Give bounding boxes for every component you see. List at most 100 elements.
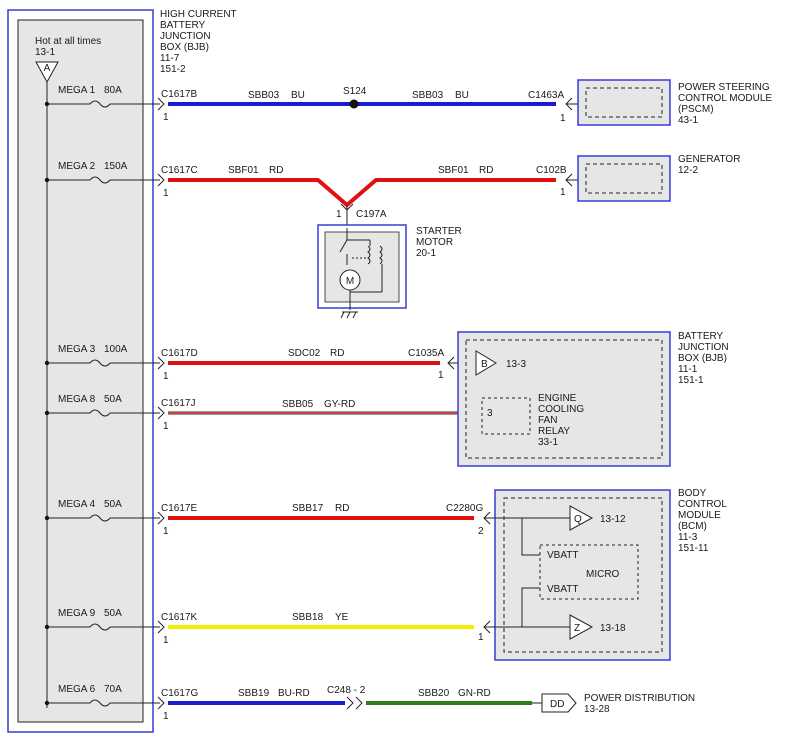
bjb-hc-title-4: BOX (BJB) [160,42,209,53]
relay-label-3: FAN [538,415,557,426]
fuse-icon [89,623,111,631]
connector-chevron [157,406,165,420]
starter-label-1: STARTER [416,226,462,237]
bjb-triangle-letter: B [481,359,488,370]
generator-inner [585,163,663,194]
bjb-module[interactable] [457,331,671,467]
starter-inner [324,231,400,303]
bjb-label-5: 151-1 [678,375,704,386]
bjb-hc-title: HIGH CURRENT BATTERY JUNCTION BOX (BJB) … [160,9,237,75]
hot-ref-label: 13-1 [35,47,55,58]
pin-bcm-k: 1 [478,632,484,643]
power-distribution-label: POWER DISTRIBUTION [584,693,695,704]
fuse-amp: 50A [104,499,122,510]
hot-at-all-times-label: Hot at all times [35,36,101,47]
bjb-hc-title-1: HIGH CURRENT [160,9,237,20]
connector-label: C1617B [161,89,197,100]
fuse-icon [89,699,111,707]
connector-chevron [157,356,165,370]
fuse-amp: 100A [104,344,128,355]
wire-sbf01[interactable] [168,178,556,208]
fuse-icon [89,359,111,367]
relay-label-4: RELAY [538,426,570,437]
wire-label-sbb17: SBB17 [292,503,324,514]
bcm-wire [521,587,540,627]
circuit-bjb: SDC02 RD C1035A 1 SBB05 GY-RD B 13-3 3 E… [168,331,729,467]
solenoid-coil-icon [367,245,371,265]
connector-c248: C248 - 2 [327,685,366,696]
fuse-name: MEGA 2 [58,161,96,172]
generator-label-2: 12-2 [678,165,698,176]
wire-color-rd-b: RD [479,165,493,176]
pin-c197a: 1 [336,209,342,220]
bcm-label-2: CONTROL [678,499,727,510]
bcm-label-1: BODY [678,488,707,499]
wire-label-sbb20: SBB20 [418,688,450,699]
fuse-amp: 70A [104,684,122,695]
bcm-inner [503,497,663,653]
bcm-label-5: 11-3 [678,532,698,543]
starter-label-2: MOTOR [416,237,453,248]
bcm-label-4: (BCM) [678,521,707,532]
bcm-wire [521,518,540,556]
connector-c2280g: C2280G [446,503,483,514]
connector-chevron [157,173,165,187]
fuse-icon [89,409,111,417]
generator-module[interactable] [577,155,671,202]
connector-label: C1617G [161,688,198,699]
bjb-triangle-ref: 13-3 [506,359,526,370]
motor-letter: M [346,276,354,287]
connector-label: C1617J [161,398,195,409]
starter-label-3: 20-1 [416,248,436,259]
bcm-z-letter: Z [574,623,580,634]
circuit-pscm: S124 SBB03 BU SBB03 BU C1463A 1 POWER ST… [168,79,772,126]
pin-label: 1 [163,635,169,646]
bcm-z-triangle-icon [569,614,594,640]
pin-label: 1 [163,421,169,432]
fuse-name: MEGA 8 [58,394,96,405]
solenoid-switch-icon [339,239,348,253]
power-distribution-ref: 13-28 [584,704,610,715]
bcm-label-6: 151-11 [678,543,709,554]
wire-color-bu-b: BU [455,90,469,101]
bjb-label-2: JUNCTION [678,342,729,353]
pscm-label-3: (PSCM) [678,104,714,115]
vbatt-label-2: VBATT [547,584,578,595]
circuit-generator: SBF01 RD SBF01 RD C102B 1 GENERATOR 12-2… [168,154,740,319]
pin-label: 1 [163,711,169,722]
fuse-name: MEGA 4 [58,499,96,510]
power-distribution-flag[interactable] [541,693,577,713]
hot-triangle-letter: A [44,63,51,74]
high-current-bjb: Hot at all times 13-1 A [7,9,154,733]
wire-label-sbf01-a: SBF01 [228,165,259,176]
fuse-name: MEGA 1 [58,85,96,96]
micro-box [539,544,639,600]
fuse-name: MEGA 3 [58,344,96,355]
micro-label: MICRO [586,569,620,580]
pscm-module[interactable] [577,79,671,126]
bcm-q-letter: Q [574,514,582,525]
wire-color-sbb17: RD [335,503,349,514]
fuse-icon [89,514,111,522]
relay-label-1: ENGINE [538,393,577,404]
bjb-hc-title-5: 11-7 [160,53,180,64]
wire-color-sbb19: BU-RD [278,688,310,699]
fuse-icon [89,100,111,108]
connector-c1035a: C1035A [408,348,444,359]
wire-label-sbf01-b: SBF01 [438,165,469,176]
pin-c1463a: 1 [560,113,566,124]
fuse-amp: 150A [104,161,128,172]
pin-label: 1 [163,371,169,382]
fuse-name: MEGA 9 [58,608,96,619]
relay-box[interactable] [481,397,531,435]
connector-label: C1617C [161,165,198,176]
ground-icon [340,311,358,319]
splice-s124[interactable] [349,99,359,109]
wire-color-sdc02: RD [330,348,344,359]
pscm-label-1: POWER STEERING [678,82,770,93]
wire-color-rd-a: RD [269,165,283,176]
connector-label: C1617K [161,612,197,623]
bjb-hc-title-6: 151-2 [160,64,186,75]
wire-label-sbb03-b: SBB03 [412,90,444,101]
